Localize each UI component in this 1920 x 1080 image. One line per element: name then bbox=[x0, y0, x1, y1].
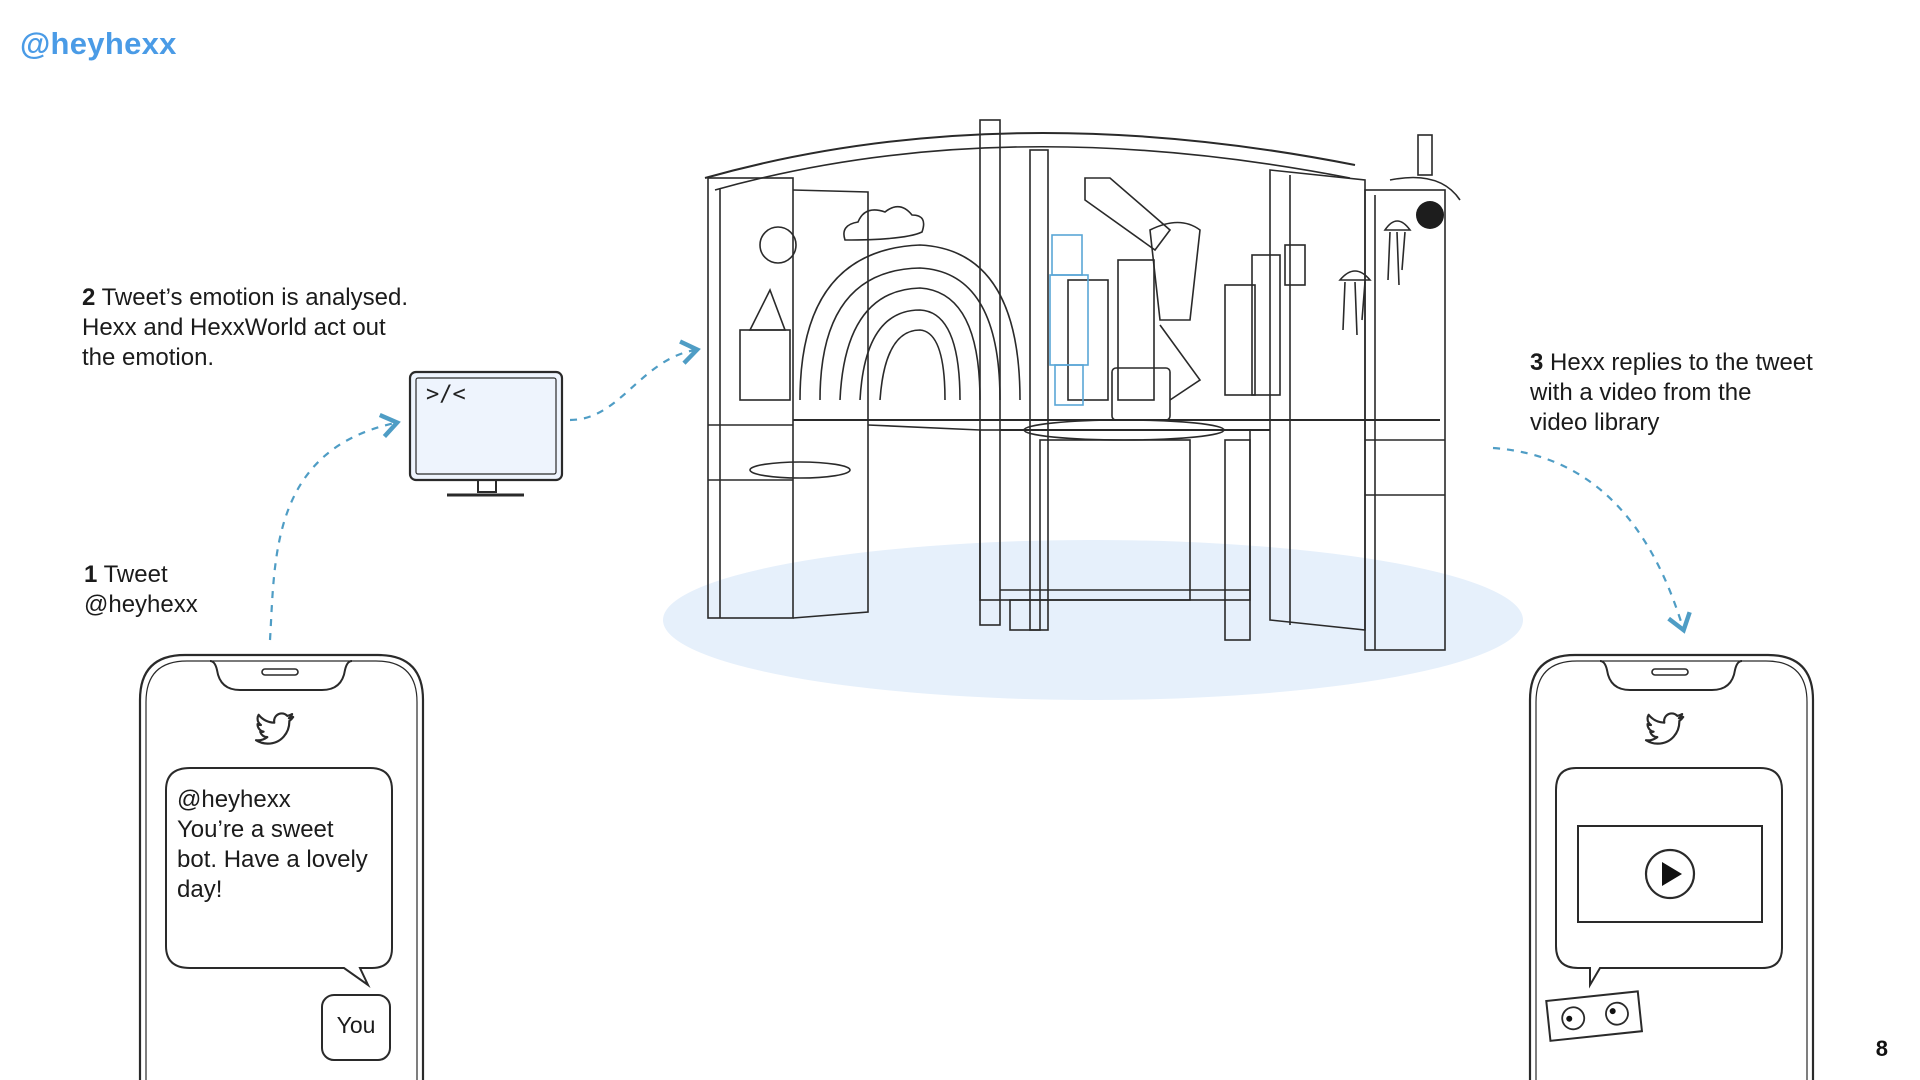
step-1-line2: @heyhexx bbox=[84, 591, 198, 618]
step-2-line2: Hexx and HexxWorld act out bbox=[82, 314, 386, 341]
hexx-figure bbox=[1049, 234, 1089, 406]
page-number: 8 bbox=[1875, 1036, 1888, 1061]
you-bubble bbox=[321, 994, 391, 1061]
tweet-bubble bbox=[165, 767, 393, 989]
step-1-caption: 1 Tweet @heyhexx bbox=[84, 560, 284, 620]
step-3-number: 3 bbox=[1530, 349, 1544, 376]
hexxworld-installation bbox=[704, 119, 1461, 651]
monitor-screen-text: >/< bbox=[426, 382, 466, 407]
step-1-line1: Tweet bbox=[103, 561, 168, 588]
hexx-avatar bbox=[1545, 990, 1644, 1042]
step-2-number: 2 bbox=[82, 284, 96, 311]
step-3-caption: 3 Hexx replies to the tweet with a video… bbox=[1530, 348, 1900, 438]
lamp-icon bbox=[1416, 201, 1444, 229]
platform-shadow bbox=[663, 540, 1523, 700]
play-icon[interactable] bbox=[1644, 848, 1696, 900]
twitter-bird-icon-right bbox=[1644, 712, 1685, 745]
step-3-line1: Hexx replies to the tweet bbox=[1550, 349, 1813, 376]
tweet-line2: You’re a sweet bbox=[177, 816, 334, 843]
user-label: You bbox=[336, 1012, 376, 1038]
step-1-number: 1 bbox=[84, 561, 98, 588]
tweet-line4: day! bbox=[177, 876, 223, 903]
arrow-hexxworld-to-phone bbox=[1492, 446, 1692, 634]
monitor-icon bbox=[408, 370, 564, 497]
step-3-line2: with a video from the bbox=[1530, 379, 1752, 406]
arrow-phone-to-computer bbox=[268, 413, 401, 641]
tweet-line1: @heyhexx bbox=[177, 786, 291, 813]
step-2-line1: Tweet’s emotion is analysed. bbox=[101, 284, 408, 311]
tweet-text: @heyhexx You’re a sweet bot. Have a love… bbox=[177, 785, 397, 905]
step-3-line3: video library bbox=[1530, 409, 1660, 436]
arrow-computer-to-hexxworld bbox=[569, 339, 701, 422]
step-2-line3: the emotion. bbox=[82, 344, 215, 371]
twitter-bird-icon bbox=[254, 712, 295, 745]
tweet-line3: bot. Have a lovely bbox=[177, 846, 368, 873]
brand-handle: @heyhexx bbox=[20, 26, 177, 61]
step-2-caption: 2 Tweet’s emotion is analysed. Hexx and … bbox=[82, 283, 502, 373]
